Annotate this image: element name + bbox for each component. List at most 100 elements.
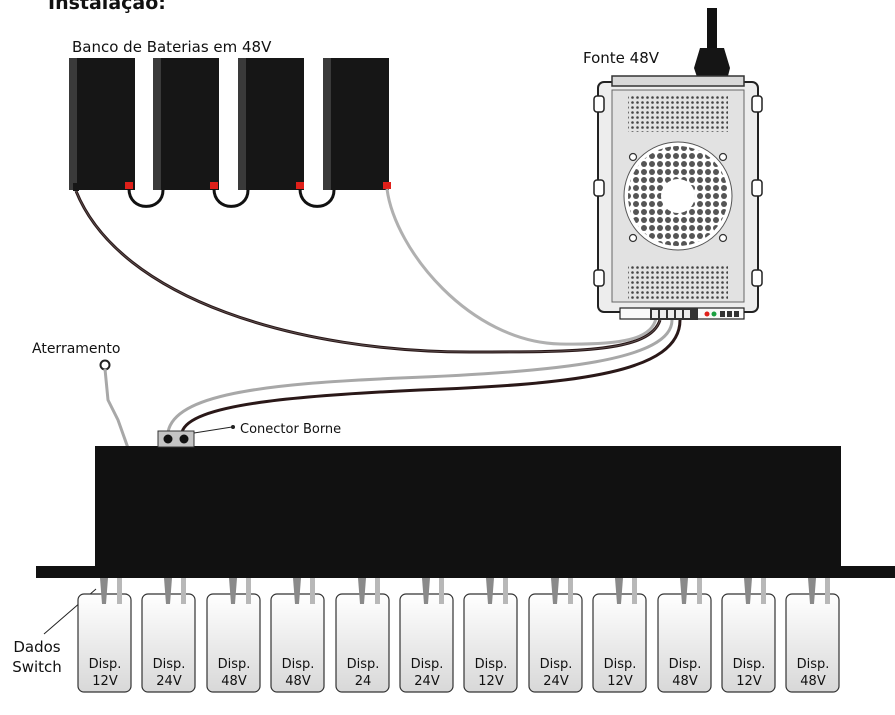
device-label-voltage: 12V [92, 674, 118, 689]
device-cable [310, 578, 315, 604]
device-cable [761, 578, 766, 604]
device-label: Disp. 24V [401, 656, 453, 690]
device-label-type: Disp. [603, 657, 637, 672]
device-label-voltage: 12V [736, 674, 762, 689]
device-cable [568, 578, 573, 604]
device-cable [181, 578, 186, 604]
battery-terminal [296, 182, 304, 189]
terminal-connector [157, 430, 195, 448]
device-label-voltage: 12V [607, 674, 633, 689]
device-label-voltage: 48V [800, 674, 826, 689]
battery-4 [323, 58, 391, 190]
device-label: Disp.24 [337, 656, 389, 690]
device-cable [439, 578, 444, 604]
device-label: Disp. 12V [723, 656, 775, 690]
device-label: Disp. 48V [787, 656, 839, 690]
battery-2 [153, 58, 219, 190]
device-cable [808, 578, 816, 604]
device-label: Disp. 12V [465, 656, 517, 690]
device-label-voltage: 12V [478, 674, 504, 689]
device-module [335, 578, 390, 693]
device-module [399, 578, 454, 693]
power-supply [593, 75, 763, 320]
device-cable [164, 578, 172, 604]
device-module [77, 578, 132, 693]
device-label-type: Disp. [152, 657, 186, 672]
device-cable [697, 578, 702, 604]
device-module [721, 578, 776, 693]
battery-terminal [383, 182, 391, 189]
device-label-type: Disp. [281, 657, 315, 672]
device-cable [632, 578, 637, 604]
device-module [785, 578, 840, 693]
battery-jumper [212, 188, 250, 208]
page-title: Instalação: [48, 0, 166, 14]
switch-rack-ear [36, 566, 895, 578]
grounding-label: Aterramento [32, 341, 121, 357]
device-module [270, 578, 325, 693]
device-cable [358, 578, 366, 604]
connector-callout-line [193, 426, 233, 434]
battery-negative-cable [74, 190, 662, 354]
device-cable [375, 578, 380, 604]
vent-grille [628, 266, 728, 300]
device-module [141, 578, 196, 693]
device-label-voltage: 24V [414, 674, 440, 689]
led-icon [704, 311, 710, 317]
battery-terminal [125, 182, 133, 189]
device-label-type: Disp. [796, 657, 830, 672]
device-label-type: Disp. [732, 657, 766, 672]
device-label-type: Disp. [88, 657, 122, 672]
device-label: Disp. 48V [272, 656, 324, 690]
vent-grille [628, 96, 728, 132]
device-label: Disp. 48V [659, 656, 711, 690]
device-cable [117, 578, 122, 604]
supply-cable-dark [180, 319, 682, 433]
device-label-type: Disp. [474, 657, 508, 672]
device-cable [680, 578, 688, 604]
ground-ring-icon [99, 359, 111, 371]
device-label-voltage: 24V [543, 674, 569, 689]
device-cable [229, 578, 237, 604]
device-label-voltage: 48V [221, 674, 247, 689]
ground-cable [103, 368, 130, 449]
battery-positive-cable [385, 188, 658, 346]
device-label-type: Disp. [410, 657, 444, 672]
supply-cable-gray [166, 319, 674, 433]
device-cable [503, 578, 508, 604]
device-module [206, 578, 261, 693]
battery-bank [69, 58, 391, 208]
device-module [657, 578, 712, 693]
device-cable [422, 578, 430, 604]
battery-jumper [298, 188, 336, 208]
device-label: Disp. 48V [208, 656, 260, 690]
switch-body [95, 446, 841, 568]
device-module [592, 578, 647, 693]
connector-label: Conector Borne [240, 422, 342, 437]
battery-jumper [127, 188, 165, 208]
device-label: Disp. 12V [594, 656, 646, 690]
device-module [528, 578, 583, 693]
device-label-voltage: 48V [285, 674, 311, 689]
power-supply-label: Fonte 48V [583, 49, 660, 67]
power-cord [707, 8, 717, 48]
device-label: Disp.24V [530, 656, 582, 690]
device-label-type: Disp. [346, 657, 380, 672]
device-cable [293, 578, 301, 604]
device-label-type: Disp. [668, 657, 702, 672]
device-module [463, 578, 518, 693]
device-label: Disp. 24V [143, 656, 195, 690]
device-label-type: Disp. [217, 657, 251, 672]
device-cable [551, 578, 559, 604]
battery-bank-label: Banco de Baterias em 48V [72, 38, 272, 56]
device-cable [486, 578, 494, 604]
led-icon [711, 311, 717, 317]
battery-1 [69, 58, 135, 191]
device-cable [100, 578, 108, 604]
device-label-voltage: 24V [156, 674, 182, 689]
device-cable [246, 578, 251, 604]
switch-data-label: Dados Switch [12, 638, 62, 676]
power-plug [694, 48, 730, 80]
device-label-voltage: 48V [672, 674, 698, 689]
